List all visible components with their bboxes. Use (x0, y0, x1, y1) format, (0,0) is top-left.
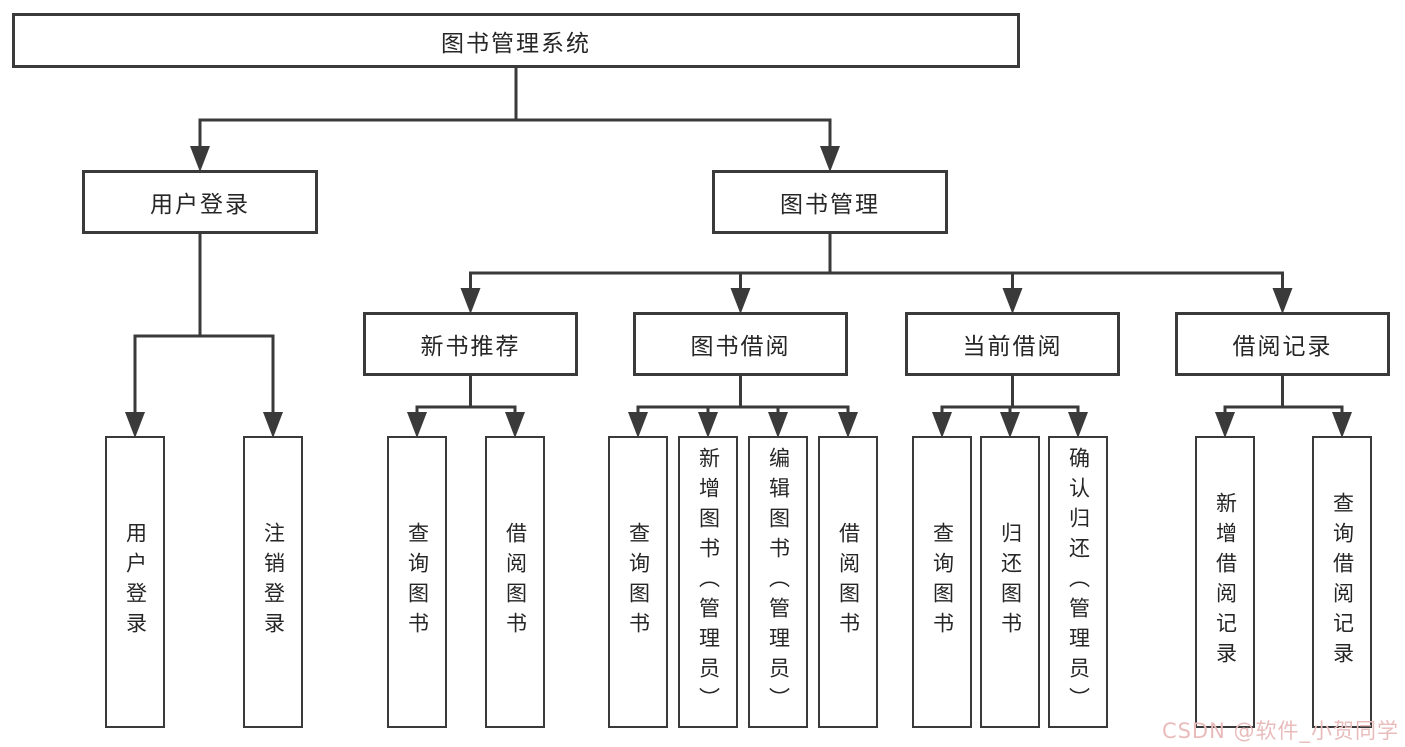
node-mgmt: 图书管理 (712, 170, 948, 234)
node-recordmod: 借阅记录 (1175, 312, 1390, 376)
node-leaf-bor-borrow: 借阅图书 (818, 436, 878, 728)
node-leaf-new-borrow: 借阅图书 (485, 436, 545, 728)
node-leaf-cur-return: 归还图书 (980, 436, 1040, 728)
node-leaf-rec-add: 新增借阅记录 (1195, 436, 1255, 728)
node-leaf-bor-add: 新增图书（管理员） (678, 436, 738, 728)
node-currentmod: 当前借阅 (905, 312, 1120, 376)
node-root: 图书管理系统 (12, 13, 1020, 68)
node-leaf-cur-confirm: 确认归还（管理员） (1048, 436, 1108, 728)
node-leaf-bor-query: 查询图书 (608, 436, 668, 728)
node-newbook: 新书推荐 (363, 312, 578, 376)
node-leaf-rec-query: 查询借阅记录 (1312, 436, 1372, 728)
node-leaf-user-logout: 注销登录 (243, 436, 303, 728)
node-leaf-user-login: 用户登录 (105, 436, 165, 728)
node-leaf-bor-edit: 编辑图书（管理员） (748, 436, 808, 728)
watermark: CSDN @软件_小贺同学 (1161, 719, 1399, 743)
node-leaf-cur-query: 查询图书 (912, 436, 972, 728)
node-borrowmod: 图书借阅 (633, 312, 848, 376)
node-login: 用户登录 (82, 170, 318, 234)
node-leaf-new-query: 查询图书 (387, 436, 447, 728)
